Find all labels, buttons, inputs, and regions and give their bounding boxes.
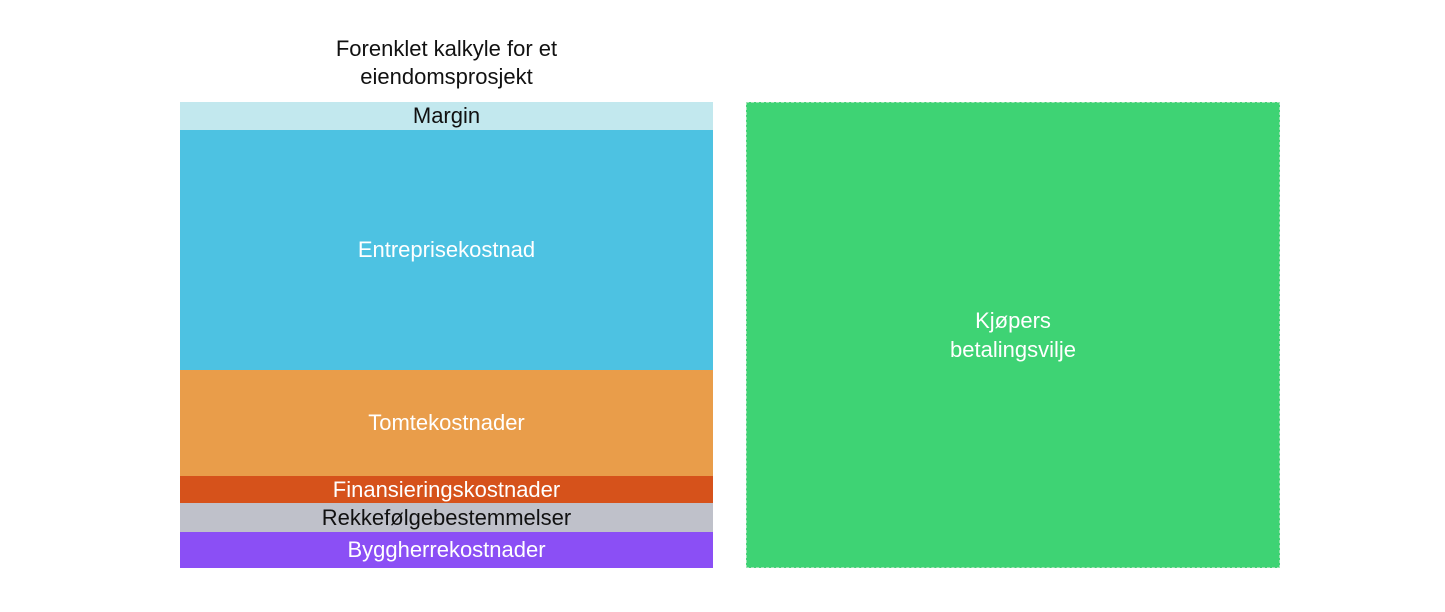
stack-segment-margin: Margin (180, 102, 713, 130)
stack-segment-rekkefølgebestemmelser: Rekkefølgebestemmelser (180, 503, 713, 533)
segment-label: Rekkefølgebestemmelser (321, 504, 572, 530)
segment-label: Margin (412, 102, 481, 128)
stack-segment-entreprisekostnad: Entreprisekostnad (180, 129, 713, 371)
title-line-1: Forenklet kalkyle for et (335, 36, 558, 61)
title-line-2: eiendomsprosjekt (360, 64, 533, 89)
segment-label: Finansieringskostnader (332, 476, 561, 502)
chart-title: Forenklet kalkyle for et eiendomsprosjek… (180, 35, 713, 91)
stack-segment-finansieringskostnader: Finansieringskostnader (180, 476, 713, 504)
segment-label: Tomtekostnader (368, 410, 525, 436)
stack-segment-tomtekostnader: Tomtekostnader (180, 370, 713, 477)
buyer-label-line-2: betalingsvilje (950, 337, 1076, 362)
segment-label: Byggherrekostnader (347, 536, 546, 562)
buyer-willingness-bar: Kjøpers betalingsvilje (746, 102, 1280, 568)
stack-segment-byggherrekostnader: Byggherrekostnader (180, 532, 713, 568)
buyer-label-line-1: Kjøpers (975, 308, 1051, 333)
segment-label: Entreprisekostnad (357, 237, 536, 263)
